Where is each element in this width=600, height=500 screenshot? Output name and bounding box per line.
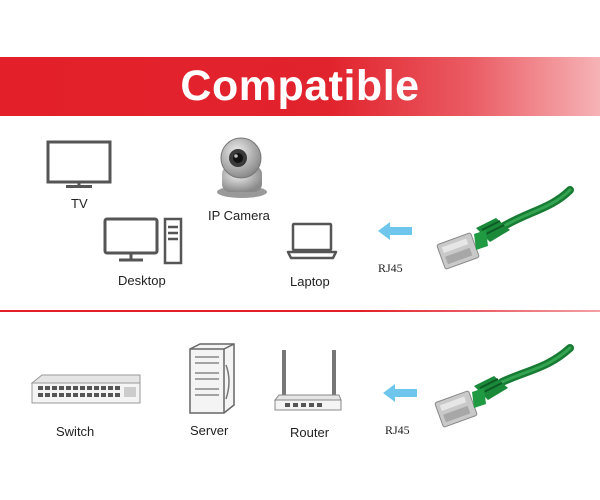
banner-title: Compatible — [180, 62, 420, 110]
connector-label-bottom: RJ45 — [385, 423, 410, 437]
tv-icon — [46, 140, 112, 188]
device-label-tv: TV — [71, 196, 88, 211]
connector-label-top: RJ45 — [378, 261, 403, 275]
switch-icon — [30, 374, 141, 404]
device-label-desktop: Desktop — [118, 273, 166, 288]
laptop-icon — [286, 222, 338, 260]
device-label-laptop: Laptop — [290, 274, 330, 289]
device-label-ip-camera: IP Camera — [208, 208, 270, 223]
arrow-left-icon — [378, 222, 412, 240]
title-banner — [0, 57, 600, 116]
arrow-left-icon — [383, 384, 417, 402]
router-icon — [273, 350, 342, 411]
section-divider — [0, 310, 600, 312]
device-label-switch: Switch — [56, 424, 95, 439]
device-label-router: Router — [290, 425, 330, 440]
device-label-server: Server — [190, 423, 229, 438]
server-icon — [189, 343, 235, 414]
ip-camera-icon — [217, 137, 267, 198]
rj45-cable-icon — [434, 344, 574, 428]
rj45-cable-icon — [436, 186, 574, 270]
desktop-icon — [103, 217, 183, 265]
